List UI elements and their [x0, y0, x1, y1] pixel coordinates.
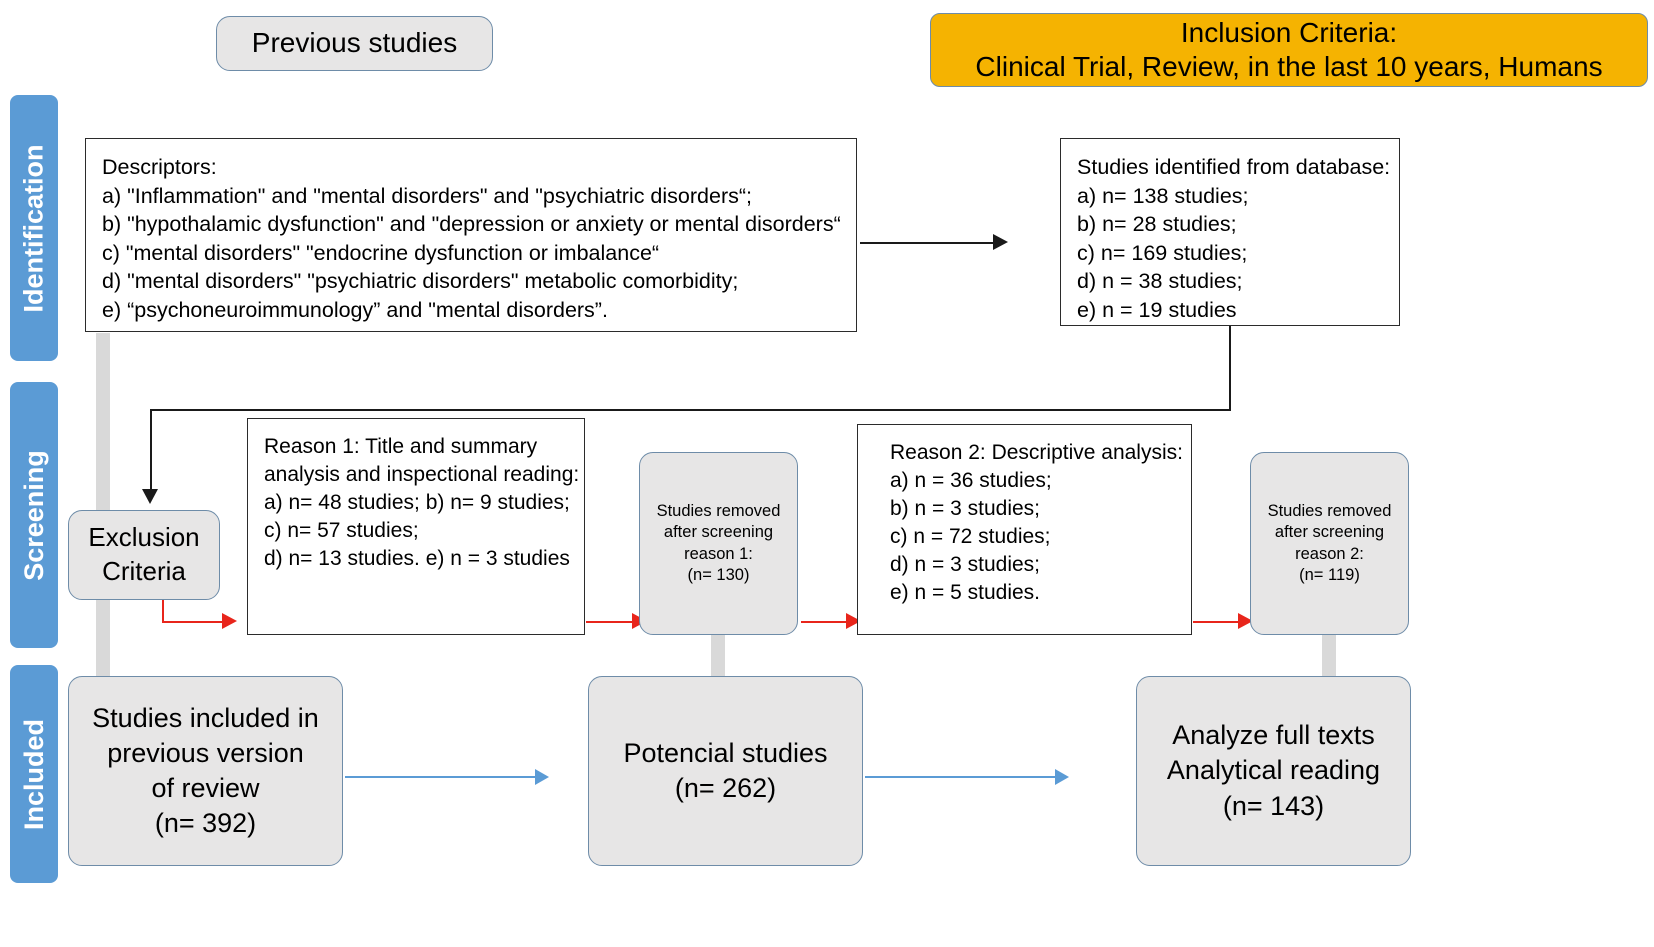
potential-studies-box: Potencial studies (n= 262): [588, 676, 863, 866]
included-previous-line1: Studies included in: [92, 702, 319, 733]
reason2-heading: Reason 2: Descriptive analysis:: [890, 441, 1183, 464]
stage-label-screening: Screening: [18, 449, 49, 581]
reason1-item-d: d) n= 13 studies.: [264, 546, 420, 570]
stage-label-identification: Identification: [18, 144, 49, 312]
studies-identified-box: Studies identified from database: a) n= …: [1060, 138, 1400, 326]
studies-identified-item-e: e) n = 19 studies: [1077, 297, 1237, 322]
descriptors-item-e: e) “psychoneuroimmunology” and "mental d…: [102, 297, 608, 322]
reason1-item-b: b) n= 9 studies;: [425, 490, 570, 514]
potential-studies-line2: (n= 262): [674, 773, 777, 803]
connector-to-exclusion-down: [150, 409, 152, 494]
reason2-item-b: b) n = 3 studies;: [890, 496, 1041, 520]
removed2-line1: Studies removed: [1267, 501, 1392, 520]
arrow-included-to-potential: [535, 769, 549, 785]
arrow-potential-to-fulltexts: [1055, 769, 1069, 785]
descriptors-box: Descriptors: a) "Inflammation" and "ment…: [85, 138, 857, 332]
removed1-line3: reason 1:: [684, 544, 753, 563]
reason1-heading-line1: Reason 1: Title and summary: [264, 435, 538, 458]
connector-exclusion-down-red: [162, 600, 164, 622]
connector-descriptors-to-identified: [860, 242, 995, 244]
arrow-reason2-to-removed2: [1238, 613, 1253, 629]
connector-reason1-to-removed1: [586, 621, 636, 623]
pipe-removed1-to-potential: [711, 635, 725, 680]
potential-studies-line1: Potencial studies: [623, 737, 828, 768]
full-texts-line3: (n= 143): [1222, 790, 1325, 821]
removed1-line2: after screening: [663, 523, 774, 542]
reason1-heading-line2: analysis and inspectional reading:: [264, 462, 580, 486]
removed1-line1: Studies removed: [656, 501, 781, 520]
full-texts-line1: Analyze full texts: [1172, 720, 1375, 751]
connector-removed1-to-reason2: [801, 621, 851, 623]
inclusion-criteria-box: Inclusion Criteria: Clinical Trial, Revi…: [930, 13, 1648, 87]
studies-identified-heading: Studies identified from database:: [1077, 155, 1391, 179]
connector-exclusion-to-reason1: [162, 621, 224, 623]
connector-identified-down: [1229, 326, 1231, 410]
descriptors-item-c: c) "mental disorders" "endocrine dysfunc…: [102, 240, 660, 265]
reason1-item-e: e) n = 3 studies: [425, 546, 570, 570]
arrow-exclusion-to-reason1: [222, 613, 237, 629]
studies-included-previous-box: Studies included in previous version of …: [68, 676, 343, 866]
reason1-item-c: c) n= 57 studies;: [264, 518, 419, 542]
descriptors-item-d: d) "mental disorders" "psychiatric disor…: [102, 269, 739, 294]
pipe-removed2-to-fulltexts: [1322, 635, 1336, 680]
inclusion-criteria-line2: Clinical Trial, Review, in the last 10 y…: [975, 51, 1603, 82]
exclusion-criteria-line2: Criteria: [102, 556, 186, 586]
reason2-item-d: d) n = 3 studies;: [890, 552, 1041, 576]
removed1-line4: (n= 130): [687, 565, 750, 584]
stage-bar-identification: Identification: [10, 95, 58, 361]
connector-reason2-to-removed2: [1193, 621, 1243, 623]
stage-label-included: Included: [18, 718, 49, 830]
stage-bar-screening: Screening: [10, 382, 58, 648]
inclusion-criteria-line1: Inclusion Criteria:: [1180, 16, 1398, 48]
descriptors-heading: Descriptors:: [102, 155, 217, 179]
previous-studies-box: Previous studies: [216, 16, 493, 71]
reason1-item-a: a) n= 48 studies;: [264, 490, 420, 514]
studies-identified-item-c: c) n= 169 studies;: [1077, 240, 1248, 265]
studies-identified-item-d: d) n = 38 studies;: [1077, 269, 1243, 294]
removed2-line4: (n= 119): [1299, 565, 1360, 584]
exclusion-criteria-line1: Exclusion: [88, 522, 200, 553]
stage-bar-included: Included: [10, 665, 58, 883]
removed-after-screening-1-box: Studies removed after screening reason 1…: [639, 452, 798, 635]
studies-identified-item-a: a) n= 138 studies;: [1077, 183, 1249, 208]
removed2-line2: after screening: [1274, 523, 1385, 542]
included-previous-line2: previous version: [107, 737, 304, 768]
included-previous-line4: (n= 392): [154, 808, 257, 839]
reason1-box: Reason 1: Title and summary analysis and…: [247, 418, 585, 635]
pipe-descriptors-to-included: [96, 333, 110, 680]
arrow-descriptors-to-identified: [993, 234, 1008, 250]
connector-identified-left: [150, 409, 1231, 411]
removed-after-screening-2-box: Studies removed after screening reason 2…: [1250, 452, 1409, 635]
included-previous-line3: of review: [151, 773, 260, 803]
studies-identified-item-b: b) n= 28 studies;: [1077, 212, 1237, 237]
reason2-item-c: c) n = 72 studies;: [890, 524, 1051, 548]
analyze-full-texts-box: Analyze full texts Analytical reading (n…: [1136, 676, 1411, 866]
full-texts-line2: Analytical reading: [1166, 755, 1381, 786]
connector-included-to-potential: [345, 776, 538, 778]
exclusion-criteria-box: Exclusion Criteria: [68, 510, 220, 600]
removed2-line3: reason 2:: [1295, 544, 1364, 563]
reason2-item-e: e) n = 5 studies.: [890, 580, 1041, 604]
descriptors-item-a: a) "Inflammation" and "mental disorders"…: [102, 183, 752, 208]
previous-studies-label: Previous studies: [251, 27, 458, 59]
arrow-into-exclusion-criteria: [142, 489, 158, 504]
reason2-box: Reason 2: Descriptive analysis: a) n = 3…: [857, 424, 1192, 635]
reason2-item-a: a) n = 36 studies;: [890, 468, 1052, 492]
descriptors-item-b: b) "hypothalamic dysfunction" and "depre…: [102, 212, 841, 237]
connector-potential-to-fulltexts: [865, 776, 1058, 778]
